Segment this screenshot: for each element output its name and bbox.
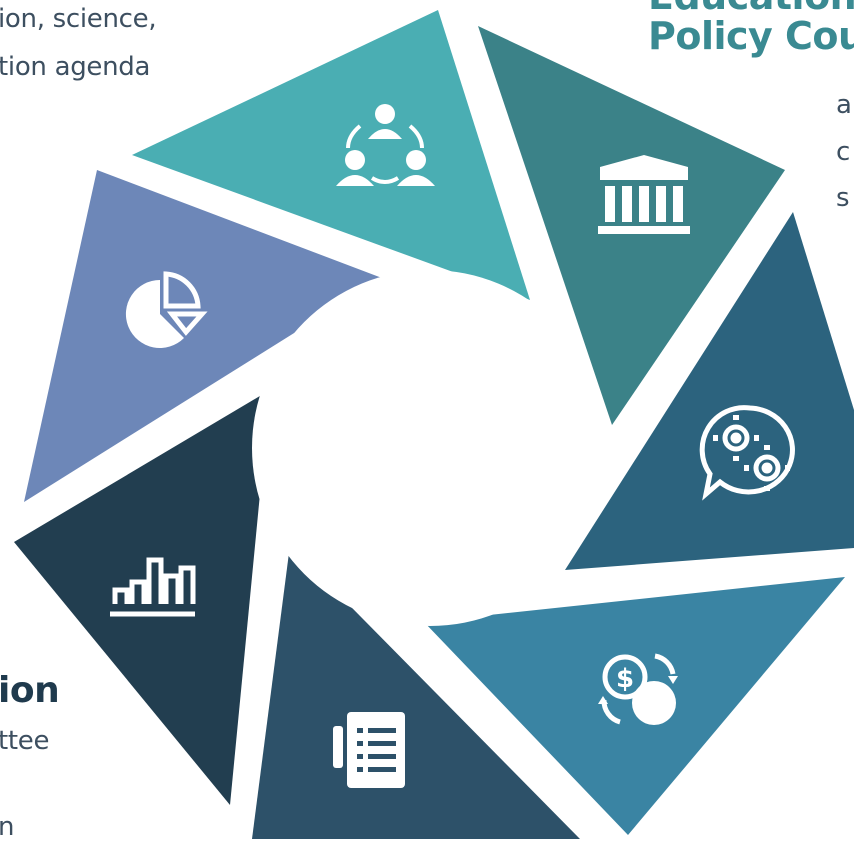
segment-government (478, 26, 785, 425)
top-left-line-2: tion agenda (0, 52, 151, 82)
segment-collaboration (132, 10, 530, 300)
right-fragment-1: a (836, 90, 852, 120)
top-right-heading-1: Education (648, 0, 854, 18)
dollar-exchange-icon: $ (598, 653, 678, 725)
svg-text:$: $ (616, 664, 634, 694)
document-list-icon (333, 712, 405, 788)
center-hub (252, 270, 608, 626)
people-network-icon (336, 104, 435, 186)
institution-building-icon (598, 155, 690, 234)
top-left-line-1: ion, science, (0, 4, 157, 34)
segment-analysis (24, 170, 382, 502)
gears-speech-bubble-icon (699, 405, 795, 501)
right-fragment-2: c (836, 137, 850, 167)
top-right-heading-2: Policy Cou (648, 14, 854, 58)
bar-chart-icon (110, 557, 196, 617)
bottom-left-heading: ion (0, 670, 60, 711)
right-fragment-3: s (836, 183, 850, 213)
bottom-left-line-2: n (0, 812, 15, 842)
pie-chart-icon (125, 271, 208, 348)
bottom-left-line-1: ttee (0, 726, 50, 756)
